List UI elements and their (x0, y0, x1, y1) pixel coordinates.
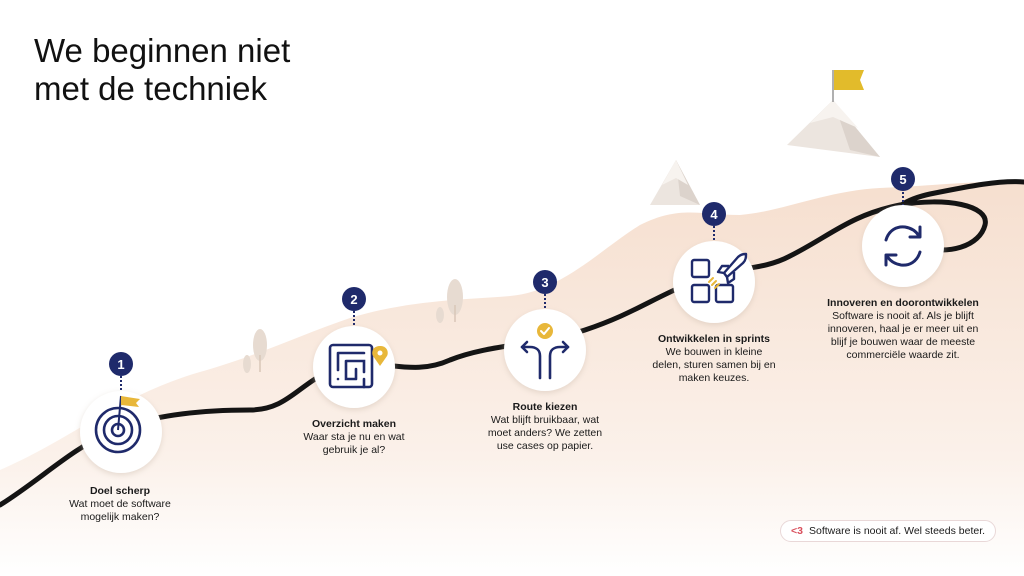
page-title: We beginnen niet met de techniek (34, 32, 291, 107)
step-description: Waar sta je nu en wat gebruik je al? (303, 431, 405, 456)
step-3-text: Route kiezen Wat blijft bruikbaar, wat m… (480, 401, 610, 453)
step-badge (702, 202, 726, 226)
tree-decoration (436, 279, 463, 323)
maze-with-location-pin-icon (328, 343, 374, 389)
location-pin-icon (372, 346, 388, 366)
target-with-flag-icon (94, 395, 142, 454)
step-5-text: Innoveren en doorontwikkelen Software is… (826, 297, 980, 362)
step-title: Overzicht maken (311, 418, 397, 430)
step-title: Doel scherp (89, 485, 151, 497)
mountain-peak (787, 100, 880, 157)
blocks-with-rocket-icon (690, 252, 748, 304)
step-4-node: 4 (673, 202, 755, 323)
step-description: Wat blijft bruikbaar, wat moet anders? W… (487, 414, 603, 452)
step-title: Ontwikkelen in sprints (657, 333, 771, 345)
check-icon (537, 323, 553, 339)
step-badge (533, 270, 557, 294)
step-description: We bouwen in kleine delen, sturen samen … (652, 346, 776, 384)
step-badge (109, 352, 133, 376)
split-arrows-with-check-icon (520, 340, 570, 380)
step-number: 5 (899, 172, 906, 187)
step-number: 1 (117, 357, 124, 372)
step-title: Route kiezen (512, 401, 578, 413)
step-description: Wat moet de software mogelijk maken? (69, 498, 171, 523)
mountain-small (650, 160, 700, 205)
step-2-text: Overzicht maken Waar sta je nu en wat ge… (293, 418, 415, 457)
tree-decoration (243, 329, 267, 373)
step-4-text: Ontwikkelen in sprints We bouwen in klei… (650, 333, 778, 385)
footer-tagline: <3 Software is nooit af. Wel steeds bete… (780, 520, 997, 542)
hill-background (0, 181, 1024, 576)
footer-text: Software is nooit af. Wel steeds beter. (808, 525, 986, 537)
step-description: Software is nooit af. Als je blijft inno… (827, 310, 979, 361)
flag-icon (834, 70, 864, 90)
step-number: 2 (350, 292, 357, 307)
step-number: 3 (541, 275, 548, 290)
step-number: 4 (710, 207, 718, 222)
heart-symbol: <3 (791, 525, 803, 537)
step-badge (342, 287, 366, 311)
step-1-node: 1 (80, 352, 162, 473)
step-1-text: Doel scherp Wat moet de software mogelij… (58, 485, 182, 524)
refresh-arrows-icon (884, 225, 922, 267)
step-badge (891, 167, 915, 191)
step-5-node: 5 (862, 167, 944, 287)
step-title: Innoveren en doorontwikkelen (827, 297, 979, 309)
step-2-node: 2 (313, 287, 395, 408)
step-3-node: 3 (504, 270, 586, 391)
